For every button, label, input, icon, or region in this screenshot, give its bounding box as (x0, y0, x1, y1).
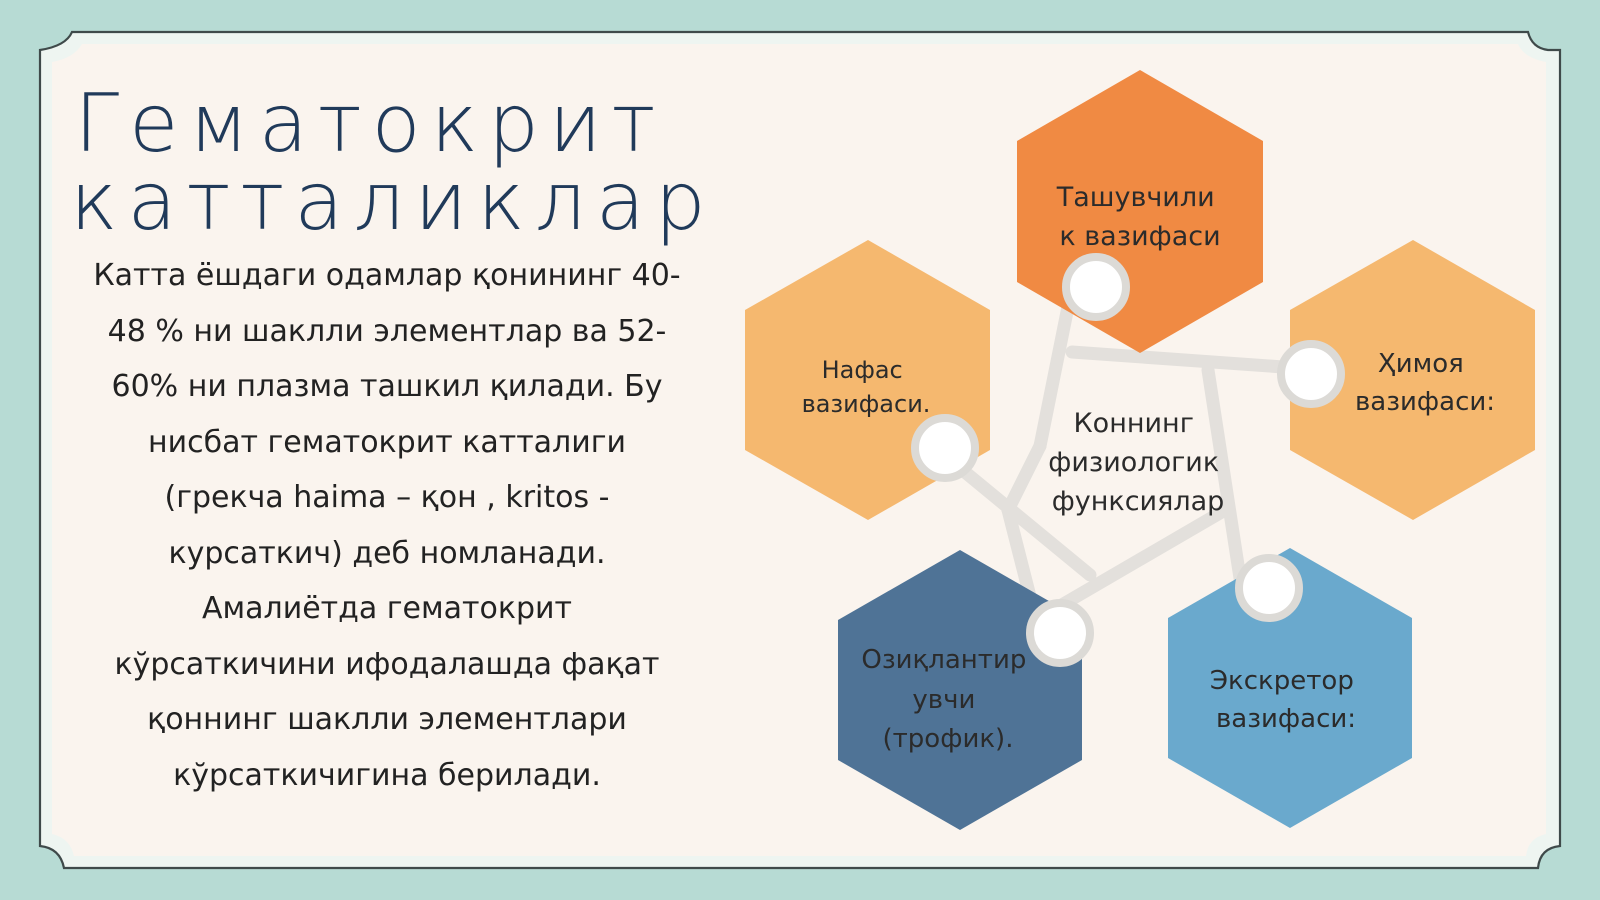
hex-shape (838, 550, 1082, 830)
hex-top-label: Ташувчили к вазифаси (1056, 182, 1224, 252)
hex-bottom-right-line-1: Экскретор (1210, 666, 1354, 696)
connector-node (1026, 599, 1094, 667)
connector-node (911, 414, 979, 482)
hex-right-line-1: Ҳимоя (1378, 349, 1464, 379)
hex-bottom-left-line-3: (трофик). (883, 724, 1014, 754)
hex-bottom-right-label: Экскретор вазифаси: (1210, 666, 1362, 734)
hex-bottom-left-line-1: Озиқлантир (861, 645, 1026, 675)
hex-top-line-2: к вазифаси (1059, 221, 1220, 252)
connector-node (1277, 340, 1345, 408)
body-line: (грекча haima – қон , kritos - (164, 480, 610, 515)
connector-node (1235, 554, 1303, 622)
connector-nodes (911, 253, 1345, 667)
hex-shape (1168, 548, 1412, 828)
connector-line (1033, 280, 1079, 453)
hex-bottom-right-line-2: вазифаси: (1216, 704, 1356, 734)
body-paragraph: Катта ёшдаги одамлар қонининг 40- 48 % н… (64, 248, 710, 803)
hex-left-line-2: вазифаси. (802, 390, 931, 418)
hex-bottom-left-line-2: увчи (912, 685, 975, 715)
hex-right-label: Ҳимоя вазифаси: (1355, 349, 1495, 417)
hex-bottom-left: Озиқлантир увчи (трофик). (838, 550, 1082, 830)
hex-top-line-1: Ташувчили (1056, 182, 1215, 213)
hex-left-label: Нафас вазифаси. (802, 356, 931, 418)
title-line-1: Гематокрит (74, 77, 666, 170)
connector-line (1001, 439, 1047, 517)
body-line: қоннинг шаклли элементлари (147, 702, 627, 737)
hex-bottom-right: Экскретор вазифаси: (1168, 548, 1412, 828)
body-line: кўрсаткичигина берилади. (173, 757, 601, 793)
connector-line (1065, 345, 1290, 374)
hex-top: Ташувчили к вазифаси (1017, 70, 1263, 353)
center-label: Коннинг физиологик функсиялар (1048, 408, 1227, 517)
center-line-2: физиологик (1048, 447, 1219, 478)
title-line-2: катталиклар (70, 155, 716, 248)
body-line: 48 % ни шаклли элементлар ва 52- (107, 313, 667, 349)
body-line: Катта ёшдаги одамлар қонининг 40- (93, 258, 681, 293)
body-line: нисбат гематокрит катталиги (147, 424, 626, 460)
body-line: 60% ни плазма ташкил қилади. Бу (111, 369, 663, 404)
body-line: кўрсаткичини ифодалашда фақат (114, 646, 660, 682)
body-line: Амалиётда гематокрит (201, 591, 572, 626)
center-line-3: функсиялар (1052, 486, 1225, 517)
hex-right-line-2: вазифаси: (1355, 387, 1495, 417)
hex-left-line-1: Нафас (822, 356, 903, 384)
connector-line (1201, 363, 1247, 585)
body-line: курсаткич) деб номланади. (168, 535, 606, 571)
hex-right: Ҳимоя вазифаси: (1290, 240, 1535, 520)
hex-shape (1290, 240, 1535, 520)
hex-bottom-left-label: Озиқлантир увчи (трофик). (861, 645, 1034, 754)
connector-node (1062, 253, 1130, 321)
center-line-1: Коннинг (1074, 408, 1194, 439)
